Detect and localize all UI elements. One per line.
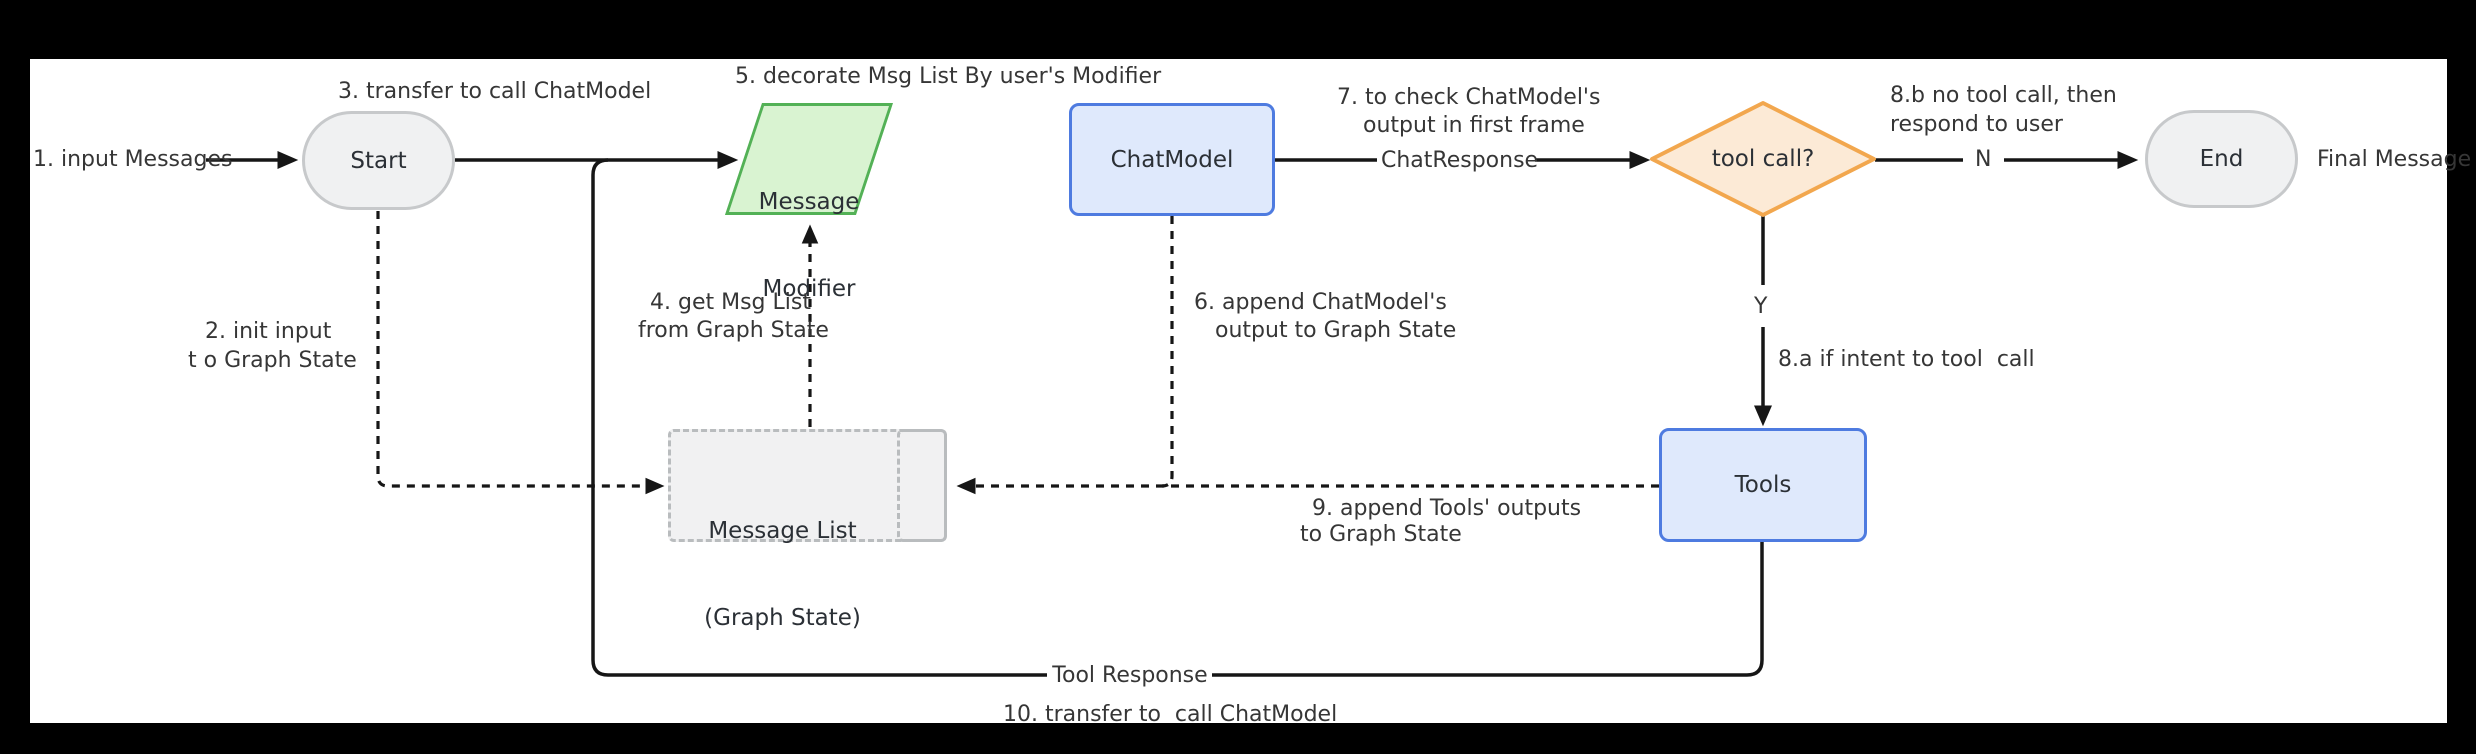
node-start[interactable]: Start	[302, 111, 455, 210]
label-transfer-to-call-chatmodel: 10. transfer to call ChatModel	[1003, 702, 1338, 727]
node-message-list-label: Message List (Graph State)	[704, 518, 861, 631]
node-end[interactable]: End	[2145, 110, 2298, 208]
label-init-input-line2: t o Graph State	[188, 348, 357, 373]
label-branch-yes: Y	[1754, 294, 1768, 319]
diagram-canvas: Start Message Modifier ChatModel tool ca…	[30, 59, 2471, 727]
label-append-chatmodel-line2: output to Graph State	[1215, 318, 1457, 343]
label-check-output-line1: 7. to check ChatModel's	[1337, 85, 1601, 110]
label-final-message: Final Message	[2317, 147, 2472, 172]
message-list-slot	[897, 429, 947, 542]
label-branch-no: N	[1975, 147, 1992, 172]
label-decorate-msg-list: 5. decorate Msg List By user's Modifier	[735, 64, 1162, 89]
label-init-input-line1: 2. init input	[205, 319, 332, 344]
label-append-chatmodel-line1: 6. append ChatModel's	[1194, 290, 1447, 315]
node-tools-label: Tools	[1734, 472, 1792, 498]
node-message-modifier-label: Message Modifier	[758, 189, 860, 302]
label-no-tool-call-line2: respond to user	[1890, 112, 2063, 137]
label-append-tools-line2: to Graph State	[1300, 522, 1462, 547]
node-chatmodel[interactable]: ChatModel	[1069, 103, 1275, 216]
label-tool-response: Tool Response	[1052, 663, 1208, 688]
node-tool-call-decision-label: tool call?	[1711, 146, 1815, 172]
label-if-intent-tool-call: 8.a if intent to tool call	[1778, 347, 2035, 372]
label-chat-response: ChatResponse	[1381, 148, 1539, 173]
label-get-msg-list-line1: 4. get Msg List	[650, 290, 811, 315]
node-end-label: End	[2199, 146, 2244, 172]
edge-start-to-messagelist-dashed	[376, 211, 665, 495]
edge-chatmodel-to-messagelist-dashed	[1161, 216, 1174, 488]
node-tool-call-decision[interactable]	[1646, 97, 1880, 222]
label-input-messages: 1. input Messages	[33, 147, 233, 172]
label-check-output-line2: output in first frame	[1363, 113, 1585, 138]
label-transfer-to-chatmodel: 3. transfer to call ChatModel	[338, 79, 652, 104]
decision-diamond-shape	[1650, 101, 1876, 217]
node-tools[interactable]: Tools	[1659, 428, 1867, 542]
node-chatmodel-label: ChatModel	[1110, 146, 1234, 173]
label-no-tool-call-line1: 8.b no tool call, then	[1890, 83, 2117, 108]
label-append-tools-line1: 9. append Tools' outputs	[1312, 496, 1582, 521]
label-get-msg-list-line2: from Graph State	[638, 318, 829, 343]
node-start-label: Start	[350, 147, 407, 174]
